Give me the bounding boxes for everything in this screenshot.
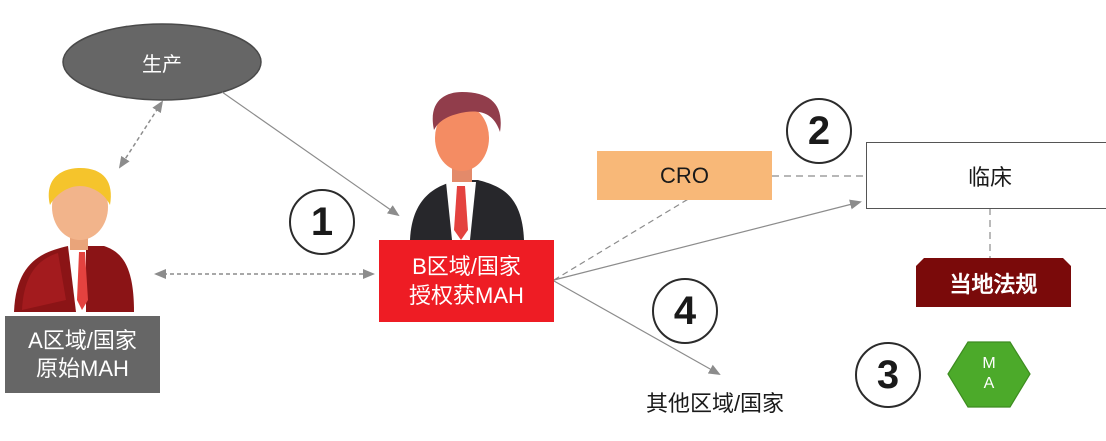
ma-text-line1: M — [982, 355, 996, 372]
ma-label: M A — [958, 350, 1020, 398]
production-label: 生产 — [64, 24, 260, 100]
authorized-mah-person-icon — [410, 92, 524, 240]
step-2-badge: 2 — [786, 98, 852, 164]
original-mah-role-text: 原始MAH — [36, 355, 129, 381]
step-3-number: 3 — [876, 352, 900, 397]
step-4-badge: 4 — [652, 278, 718, 344]
authorized-mah-box: B区域/国家 授权获MAH — [379, 240, 554, 322]
production-to-original-mah-connector — [118, 100, 164, 169]
production-ellipse — [62, 23, 262, 101]
authorized-mah-to-other-regions-arrow — [553, 280, 721, 375]
step-4-number: 4 — [673, 288, 697, 333]
production-text: 生产 — [142, 53, 182, 76]
step-1-number: 1 — [310, 199, 334, 244]
ma-hexagon — [947, 341, 1031, 408]
step-2-number: 2 — [807, 108, 831, 153]
original-mah-person-icon — [14, 168, 134, 312]
production-to-authorized-mah-arrow — [221, 91, 400, 217]
original-mah-box: A区域/国家 原始MAH — [5, 316, 160, 393]
local-regulations-text: 当地法规 — [949, 271, 1038, 297]
authorized-mah-to-clinical-arrow — [553, 199, 862, 281]
original-mah-region-text: A区域/国家 — [28, 327, 137, 353]
other-regions-text: 其他区域/国家 — [645, 391, 785, 416]
authorized-mah-role-text: 授权获MAH — [409, 283, 524, 308]
cro-text: CRO — [660, 162, 709, 188]
step-3-badge: 3 — [855, 342, 921, 408]
authorized-mah-region-text: B区域/国家 — [412, 254, 521, 279]
other-regions-label: 其他区域/国家 — [625, 384, 805, 420]
clinical-text: 临床 — [967, 164, 1012, 190]
clinical-box: 临床 — [866, 142, 1106, 209]
cro-box: CRO — [597, 151, 772, 200]
authorized-mah-to-cro-connector — [553, 197, 691, 281]
local-regulations-box: 当地法规 — [916, 258, 1071, 307]
ma-text-line2: A — [983, 375, 995, 392]
step-1-badge: 1 — [289, 189, 355, 255]
